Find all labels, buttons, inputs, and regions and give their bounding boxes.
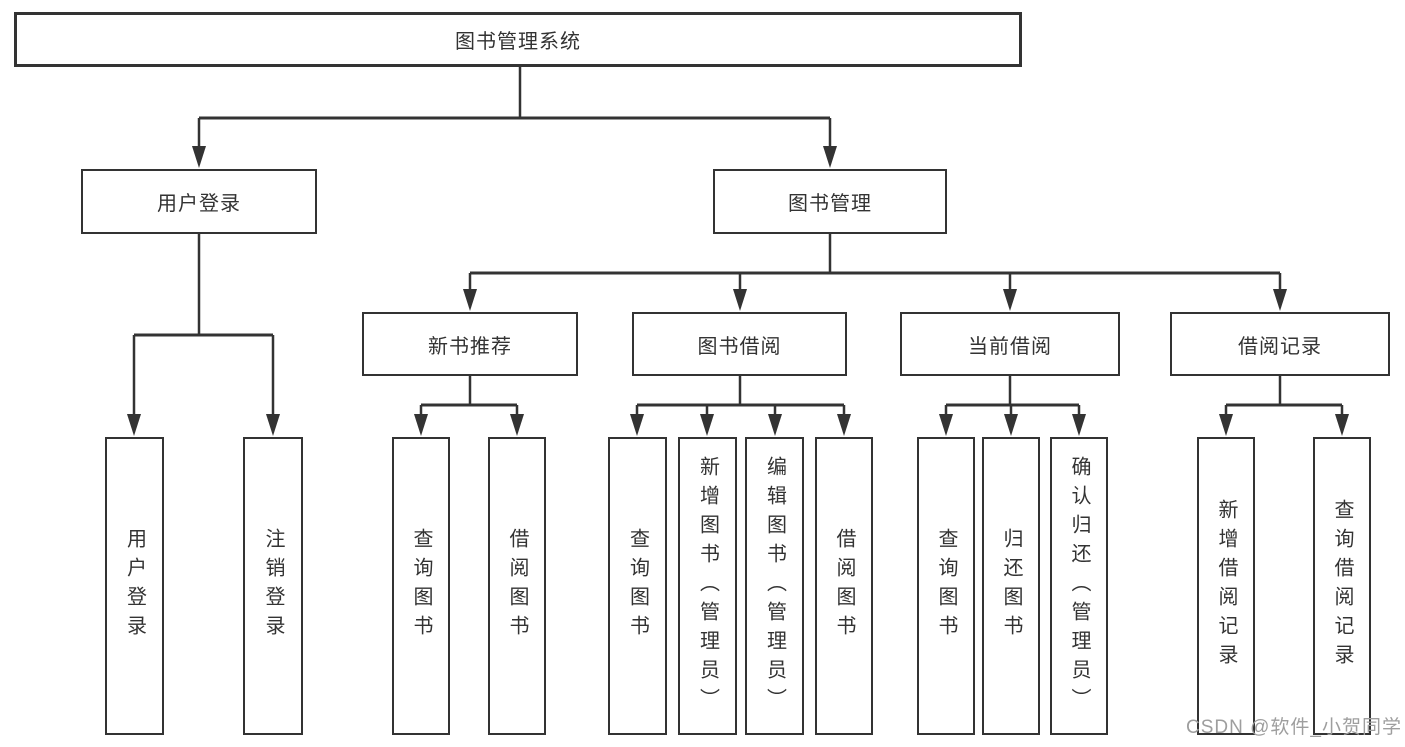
- leaf-label: 借阅图书: [506, 528, 528, 644]
- node-label: 用户登录: [157, 193, 241, 215]
- node-user-login: 用户登录: [81, 169, 317, 234]
- node-label: 图书管理系统: [455, 31, 581, 53]
- leaf-add-book-admin: 新增图书（管理员）: [678, 437, 737, 735]
- leaf-label: 查询借阅记录: [1331, 499, 1353, 673]
- leaf-label: 借阅图书: [833, 528, 855, 644]
- leaf-return-book: 归还图书: [982, 437, 1040, 735]
- leaf-label: 查询图书: [935, 528, 957, 644]
- arrowheads: [127, 146, 1349, 436]
- leaf-label: 新增借阅记录: [1215, 499, 1237, 673]
- node-label: 借阅记录: [1238, 335, 1322, 358]
- leaf-borrow-books-recommend: 借阅图书: [488, 437, 546, 735]
- leaf-confirm-return-admin: 确认归还（管理员）: [1050, 437, 1108, 735]
- leaf-query-borrow-record: 查询借阅记录: [1313, 437, 1371, 735]
- node-library-management-system: 图书管理系统: [14, 12, 1022, 67]
- leaf-label: 归还图书: [1000, 528, 1022, 644]
- leaf-borrow-books: 借阅图书: [815, 437, 873, 735]
- csdn-watermark: CSDN @软件_小贺同学: [1186, 717, 1402, 738]
- leaf-add-borrow-record: 新增借阅记录: [1197, 437, 1255, 735]
- node-label: 当前借阅: [968, 335, 1052, 358]
- leaf-label: 新增图书（管理员）: [696, 455, 719, 717]
- leaf-edit-book-admin: 编辑图书（管理员）: [745, 437, 804, 735]
- leaf-label: 查询图书: [410, 528, 432, 644]
- node-borrow-records: 借阅记录: [1170, 312, 1390, 376]
- leaf-logout: 注销登录: [243, 437, 303, 735]
- leaf-user-login: 用户登录: [105, 437, 164, 735]
- node-label: 图书管理: [788, 193, 872, 215]
- leaf-query-books-current: 查询图书: [917, 437, 975, 735]
- node-book-borrow: 图书借阅: [632, 312, 847, 376]
- leaf-label: 注销登录: [262, 528, 284, 644]
- leaf-label: 编辑图书（管理员）: [763, 455, 786, 717]
- node-new-book-recommend: 新书推荐: [362, 312, 578, 376]
- node-book-management: 图书管理: [713, 169, 947, 234]
- leaf-query-books-borrow: 查询图书: [608, 437, 667, 735]
- leaf-label: 确认归还（管理员）: [1068, 455, 1090, 717]
- leaf-query-books-recommend: 查询图书: [392, 437, 450, 735]
- node-label: 新书推荐: [428, 335, 512, 358]
- node-label: 图书借阅: [697, 335, 782, 358]
- leaf-label: 查询图书: [626, 528, 649, 644]
- node-current-borrow: 当前借阅: [900, 312, 1120, 376]
- leaf-label: 用户登录: [123, 528, 146, 644]
